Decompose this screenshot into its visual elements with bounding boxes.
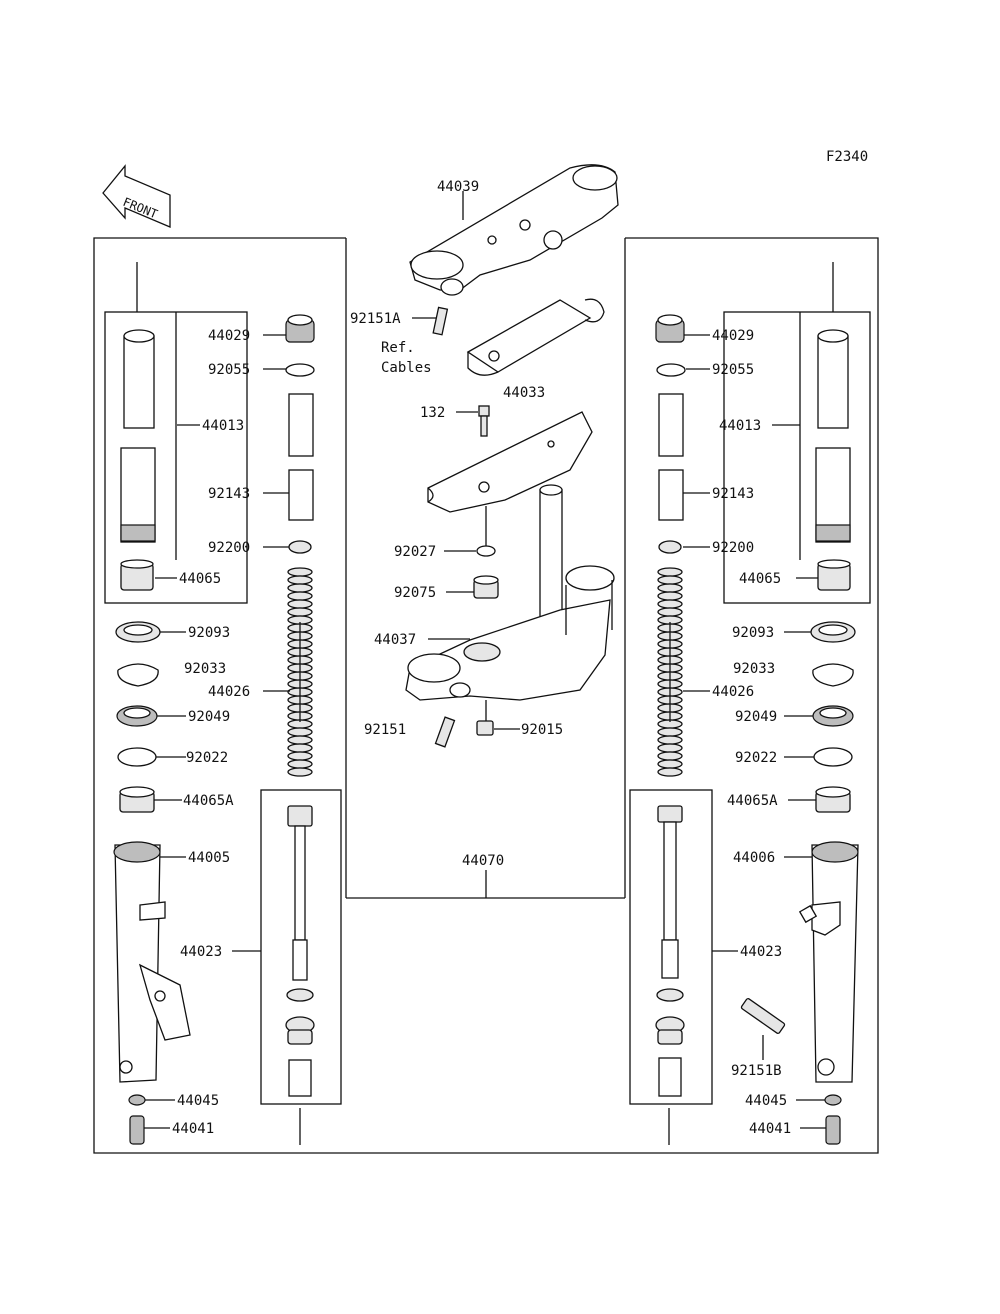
label-r-44041: 44041 bbox=[749, 1121, 791, 1137]
label-l-92093: 92093 bbox=[188, 625, 230, 641]
label-l-92022: 92022 bbox=[186, 750, 228, 766]
label-r-92033: 92033 bbox=[733, 661, 775, 677]
label-r-92055: 92055 bbox=[712, 362, 754, 378]
label-l-44023: 44023 bbox=[180, 944, 222, 960]
label-l-44065a: 44065A bbox=[183, 793, 234, 809]
label-l-44041: 44041 bbox=[172, 1121, 214, 1137]
label-l-44013: 44013 bbox=[202, 418, 244, 434]
label-r-44065a: 44065A bbox=[727, 793, 778, 809]
label-l-44045: 44045 bbox=[177, 1093, 219, 1109]
steering-stem bbox=[405, 484, 615, 701]
bolt-132 bbox=[478, 405, 490, 437]
label-r-44023: 44023 bbox=[740, 944, 782, 960]
label-44033: 44033 bbox=[503, 385, 545, 401]
label-92015: 92015 bbox=[521, 722, 563, 738]
label-l-92200: 92200 bbox=[208, 540, 250, 556]
label-l-92143: 92143 bbox=[208, 486, 250, 502]
label-r-92049: 92049 bbox=[735, 709, 777, 725]
upper-bracket bbox=[409, 164, 619, 296]
front-arrow-icon: FRONT bbox=[102, 164, 171, 228]
washer-92027 bbox=[476, 545, 496, 557]
label-l-44026: 44026 bbox=[208, 684, 250, 700]
group-outlines bbox=[93, 237, 879, 1154]
note-cables: Cables bbox=[381, 360, 432, 376]
cover-plate bbox=[427, 411, 593, 513]
label-44039: 44039 bbox=[437, 179, 479, 195]
label-r-92200: 92200 bbox=[712, 540, 754, 556]
label-l-44029: 44029 bbox=[208, 328, 250, 344]
right-leaders bbox=[175, 312, 826, 1129]
label-r-92143: 92143 bbox=[712, 486, 754, 502]
figure-code: F2340 bbox=[826, 149, 868, 165]
label-l-92033: 92033 bbox=[184, 661, 226, 677]
label-92027: 92027 bbox=[394, 544, 436, 560]
label-132: 132 bbox=[420, 405, 445, 421]
label-l-44005: 44005 bbox=[188, 850, 230, 866]
label-r-44026: 44026 bbox=[712, 684, 754, 700]
label-92151a: 92151A bbox=[350, 311, 401, 327]
right-spring bbox=[657, 567, 683, 777]
label-r-44006: 44006 bbox=[733, 850, 775, 866]
label-r-92151b: 92151B bbox=[731, 1063, 782, 1079]
label-r-44013: 44013 bbox=[719, 418, 761, 434]
label-l-92049: 92049 bbox=[188, 709, 230, 725]
left-leaders bbox=[144, 334, 290, 1129]
right-fork-parts bbox=[655, 314, 859, 1145]
label-r-44029: 44029 bbox=[712, 328, 754, 344]
nut-92015 bbox=[476, 720, 494, 736]
bolt-92151 bbox=[434, 716, 456, 748]
label-r-92093: 92093 bbox=[732, 625, 774, 641]
label-r-92022: 92022 bbox=[735, 750, 777, 766]
label-92075: 92075 bbox=[394, 585, 436, 601]
label-l-44065: 44065 bbox=[179, 571, 221, 587]
label-r-44065: 44065 bbox=[739, 571, 781, 587]
left-spring bbox=[287, 567, 313, 777]
cable-guide bbox=[466, 298, 605, 376]
label-l-92055: 92055 bbox=[208, 362, 250, 378]
left-fork-parts bbox=[113, 314, 315, 1145]
label-r-44045: 44045 bbox=[745, 1093, 787, 1109]
bolt-upper bbox=[432, 306, 449, 336]
label-92151: 92151 bbox=[364, 722, 406, 738]
label-44037: 44037 bbox=[374, 632, 416, 648]
label-44070: 44070 bbox=[462, 853, 504, 869]
note-ref: Ref. bbox=[381, 340, 415, 356]
bushing-92075 bbox=[473, 575, 499, 599]
